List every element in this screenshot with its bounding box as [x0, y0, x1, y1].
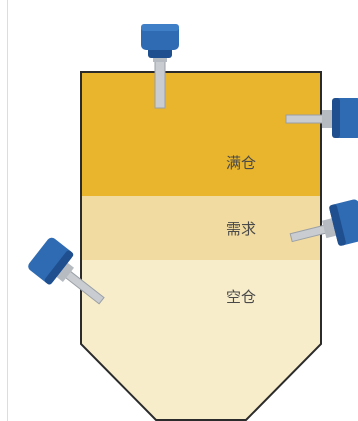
demand-level-switch-icon: [289, 199, 358, 246]
empty-zone: [81, 260, 321, 420]
demand-zone-label: 需求: [226, 220, 256, 238]
frame-border: [7, 0, 8, 421]
empty-zone-label: 空仓: [226, 288, 256, 306]
full-zone: [81, 72, 321, 196]
empty-level-switch-icon: [28, 237, 105, 305]
full-zone-label: 满仓: [226, 154, 256, 172]
demand-zone: [81, 196, 321, 260]
silo-outline: [80, 71, 322, 421]
full-level-switch-icon: [285, 98, 358, 138]
top-level-switch-icon: [141, 24, 179, 109]
